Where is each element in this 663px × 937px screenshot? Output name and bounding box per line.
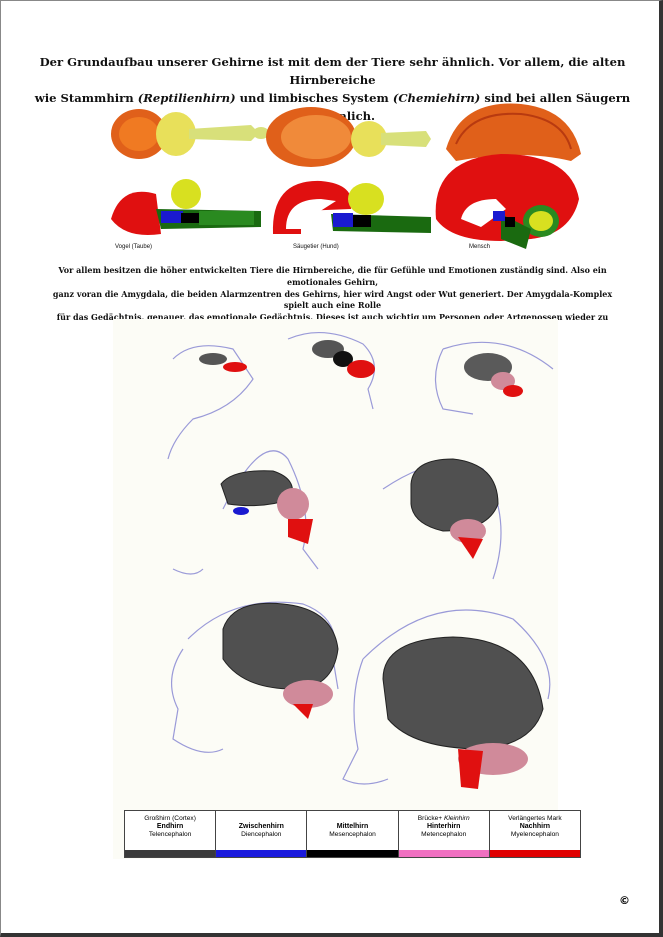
legend-hinterhirn-top: Brücke+ Kleinhirn [399,815,489,823]
legend-mittelhirn: Mittelhirn Mesencephalon [307,811,399,857]
legend-endhirn-latin: Telencephalon [148,831,192,838]
caption-mammal: Säugetier (Hund) [293,244,339,250]
intro-chemie: (Chemiehirn) [392,91,481,105]
legend-zwischenhirn-swatch [216,850,307,857]
legend-nachhirn-latin: Myelencephalon [510,831,559,838]
legend-endhirn-top: Großhirn (Cortex) [144,815,196,822]
legend-zwischenhirn-top [216,815,306,823]
legend-hinterhirn-latin: Metencephalon [421,831,467,838]
legend-hinterhirn-name: Hinterhirn [426,823,461,830]
bird-brain-side-view [111,179,261,235]
intro-reptile: (Reptilienhirn) [137,91,236,105]
paragraph-line-1: Vor allem besitzen die höher entwickelte… [58,265,607,287]
legend-mittelhirn-latin: Mesencephalon [329,831,376,838]
brain-region-legend: Großhirn (Cortex) Endhirn Telencephalon … [124,810,581,858]
caption-bird: Vogel (Taube) [115,244,153,250]
legend-mittelhirn-top [307,815,397,823]
small-brain-1 [199,353,247,372]
legend-zwischenhirn-latin: Diencephalon [241,831,282,838]
medium-brain-2 [410,458,499,559]
brain-evolution-illustration [113,319,558,859]
copyright-mark: © [619,894,630,907]
medium-brain-1 [220,470,313,544]
legend-nachhirn: Verlängertes Mark Nachhirn Myelencephalo… [489,811,581,857]
large-brain-1 [222,602,339,719]
legend-mittelhirn-swatch [307,850,398,857]
caption-human: Mensch [469,244,491,250]
legend-nachhirn-swatch [489,850,581,857]
legend-hinterhirn-swatch [398,850,489,857]
legend-zwischenhirn-name: Zwischenhirn [238,823,284,830]
human-brain-side-view [435,154,579,249]
legend-endhirn-swatch [125,850,216,857]
small-brain-2 [312,340,375,378]
bird-brain-top-view [111,109,269,159]
legend-hinterhirn: Brücke+ Kleinhirn Hinterhirn Metencephal… [398,811,490,857]
legend-zwischenhirn: Zwischenhirn Diencephalon [216,811,308,857]
human-brain-top-view [446,103,581,161]
intro-text-c: und limbisches System [235,91,393,105]
legend-hinterhirn-top-b: Kleinhirn [443,815,470,822]
legend-nachhirn-name: Nachhirn [519,823,551,830]
intro-text-a: wie Stammhirn [34,91,138,105]
paragraph-line-2: ganz voran die Amygdala, die beiden Alar… [52,288,613,311]
legend-endhirn-name: Endhirn [156,823,184,830]
legend-hinterhirn-top-a: Brücke+ [417,815,444,822]
intro-line-1: Der Grundaufbau unserer Gehirne ist mit … [39,55,626,87]
large-brain-2 [382,636,544,789]
legend-nachhirn-top: Verlängertes Mark [508,815,562,822]
legend-mittelhirn-name: Mittelhirn [336,823,369,830]
legend-endhirn: Großhirn (Cortex) Endhirn Telencephalon [125,811,217,857]
small-brain-3 [464,353,523,397]
dog-brain-side-view [272,180,431,234]
brain-comparison-illustration [111,103,581,249]
dog-brain-top-view [266,107,431,167]
